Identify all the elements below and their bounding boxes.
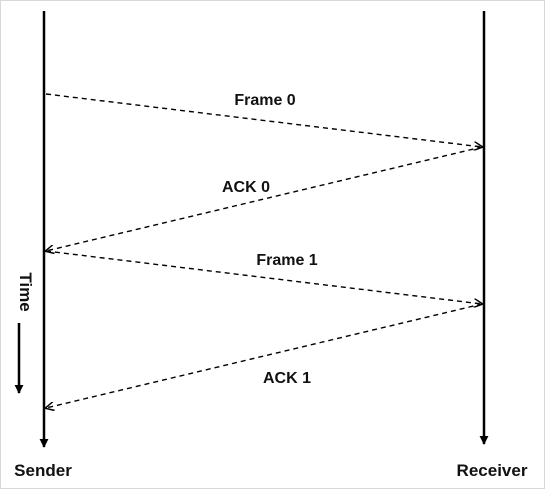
ack-0-arrow (46, 146, 483, 251)
frame-0-label: Frame 0 (234, 92, 295, 109)
ack-1-arrow (46, 303, 483, 408)
frame-0-arrow (45, 93, 482, 147)
ack-0-label: ACK 0 (222, 179, 270, 196)
sender-label: Sender (14, 461, 72, 480)
frame-1-arrow (45, 250, 482, 304)
time-label: Time (16, 272, 35, 311)
frame-1-label: Frame 1 (256, 252, 317, 269)
receiver-label: Receiver (457, 461, 528, 480)
ack-1-label: ACK 1 (263, 370, 311, 387)
